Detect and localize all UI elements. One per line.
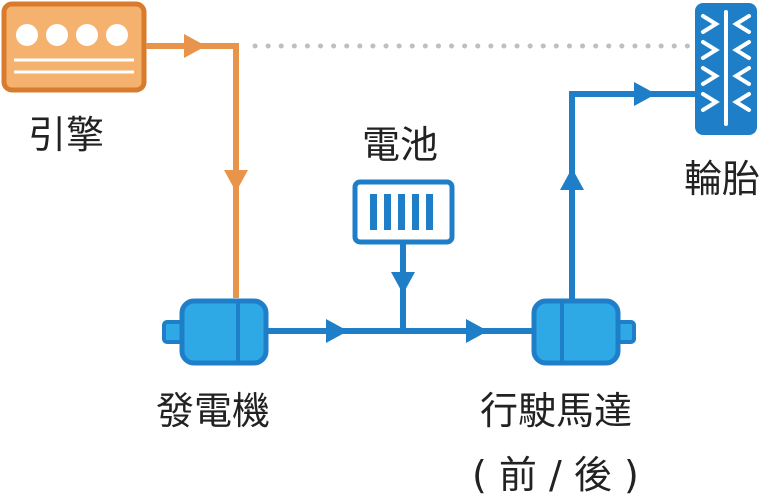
- motor-to-tire-path: [560, 82, 696, 301]
- engine-icon: [1, 1, 147, 93]
- battery-to-line-path: [391, 242, 415, 331]
- battery-label: 電池: [362, 123, 439, 167]
- generator-label: 發電機: [156, 389, 271, 433]
- engine-label: 引擎: [28, 113, 105, 157]
- battery-icon: [352, 179, 455, 245]
- generator-icon: [162, 298, 269, 366]
- tire-icon: [695, 3, 757, 135]
- drive-motor-label: 行駛馬達: [480, 389, 633, 433]
- tire-label: 輪胎: [684, 157, 761, 201]
- drive-motor-sublabel: ( 前 / 後 ): [472, 453, 639, 497]
- motor-icon: [531, 298, 636, 366]
- engine-to-generator-path: [146, 34, 248, 298]
